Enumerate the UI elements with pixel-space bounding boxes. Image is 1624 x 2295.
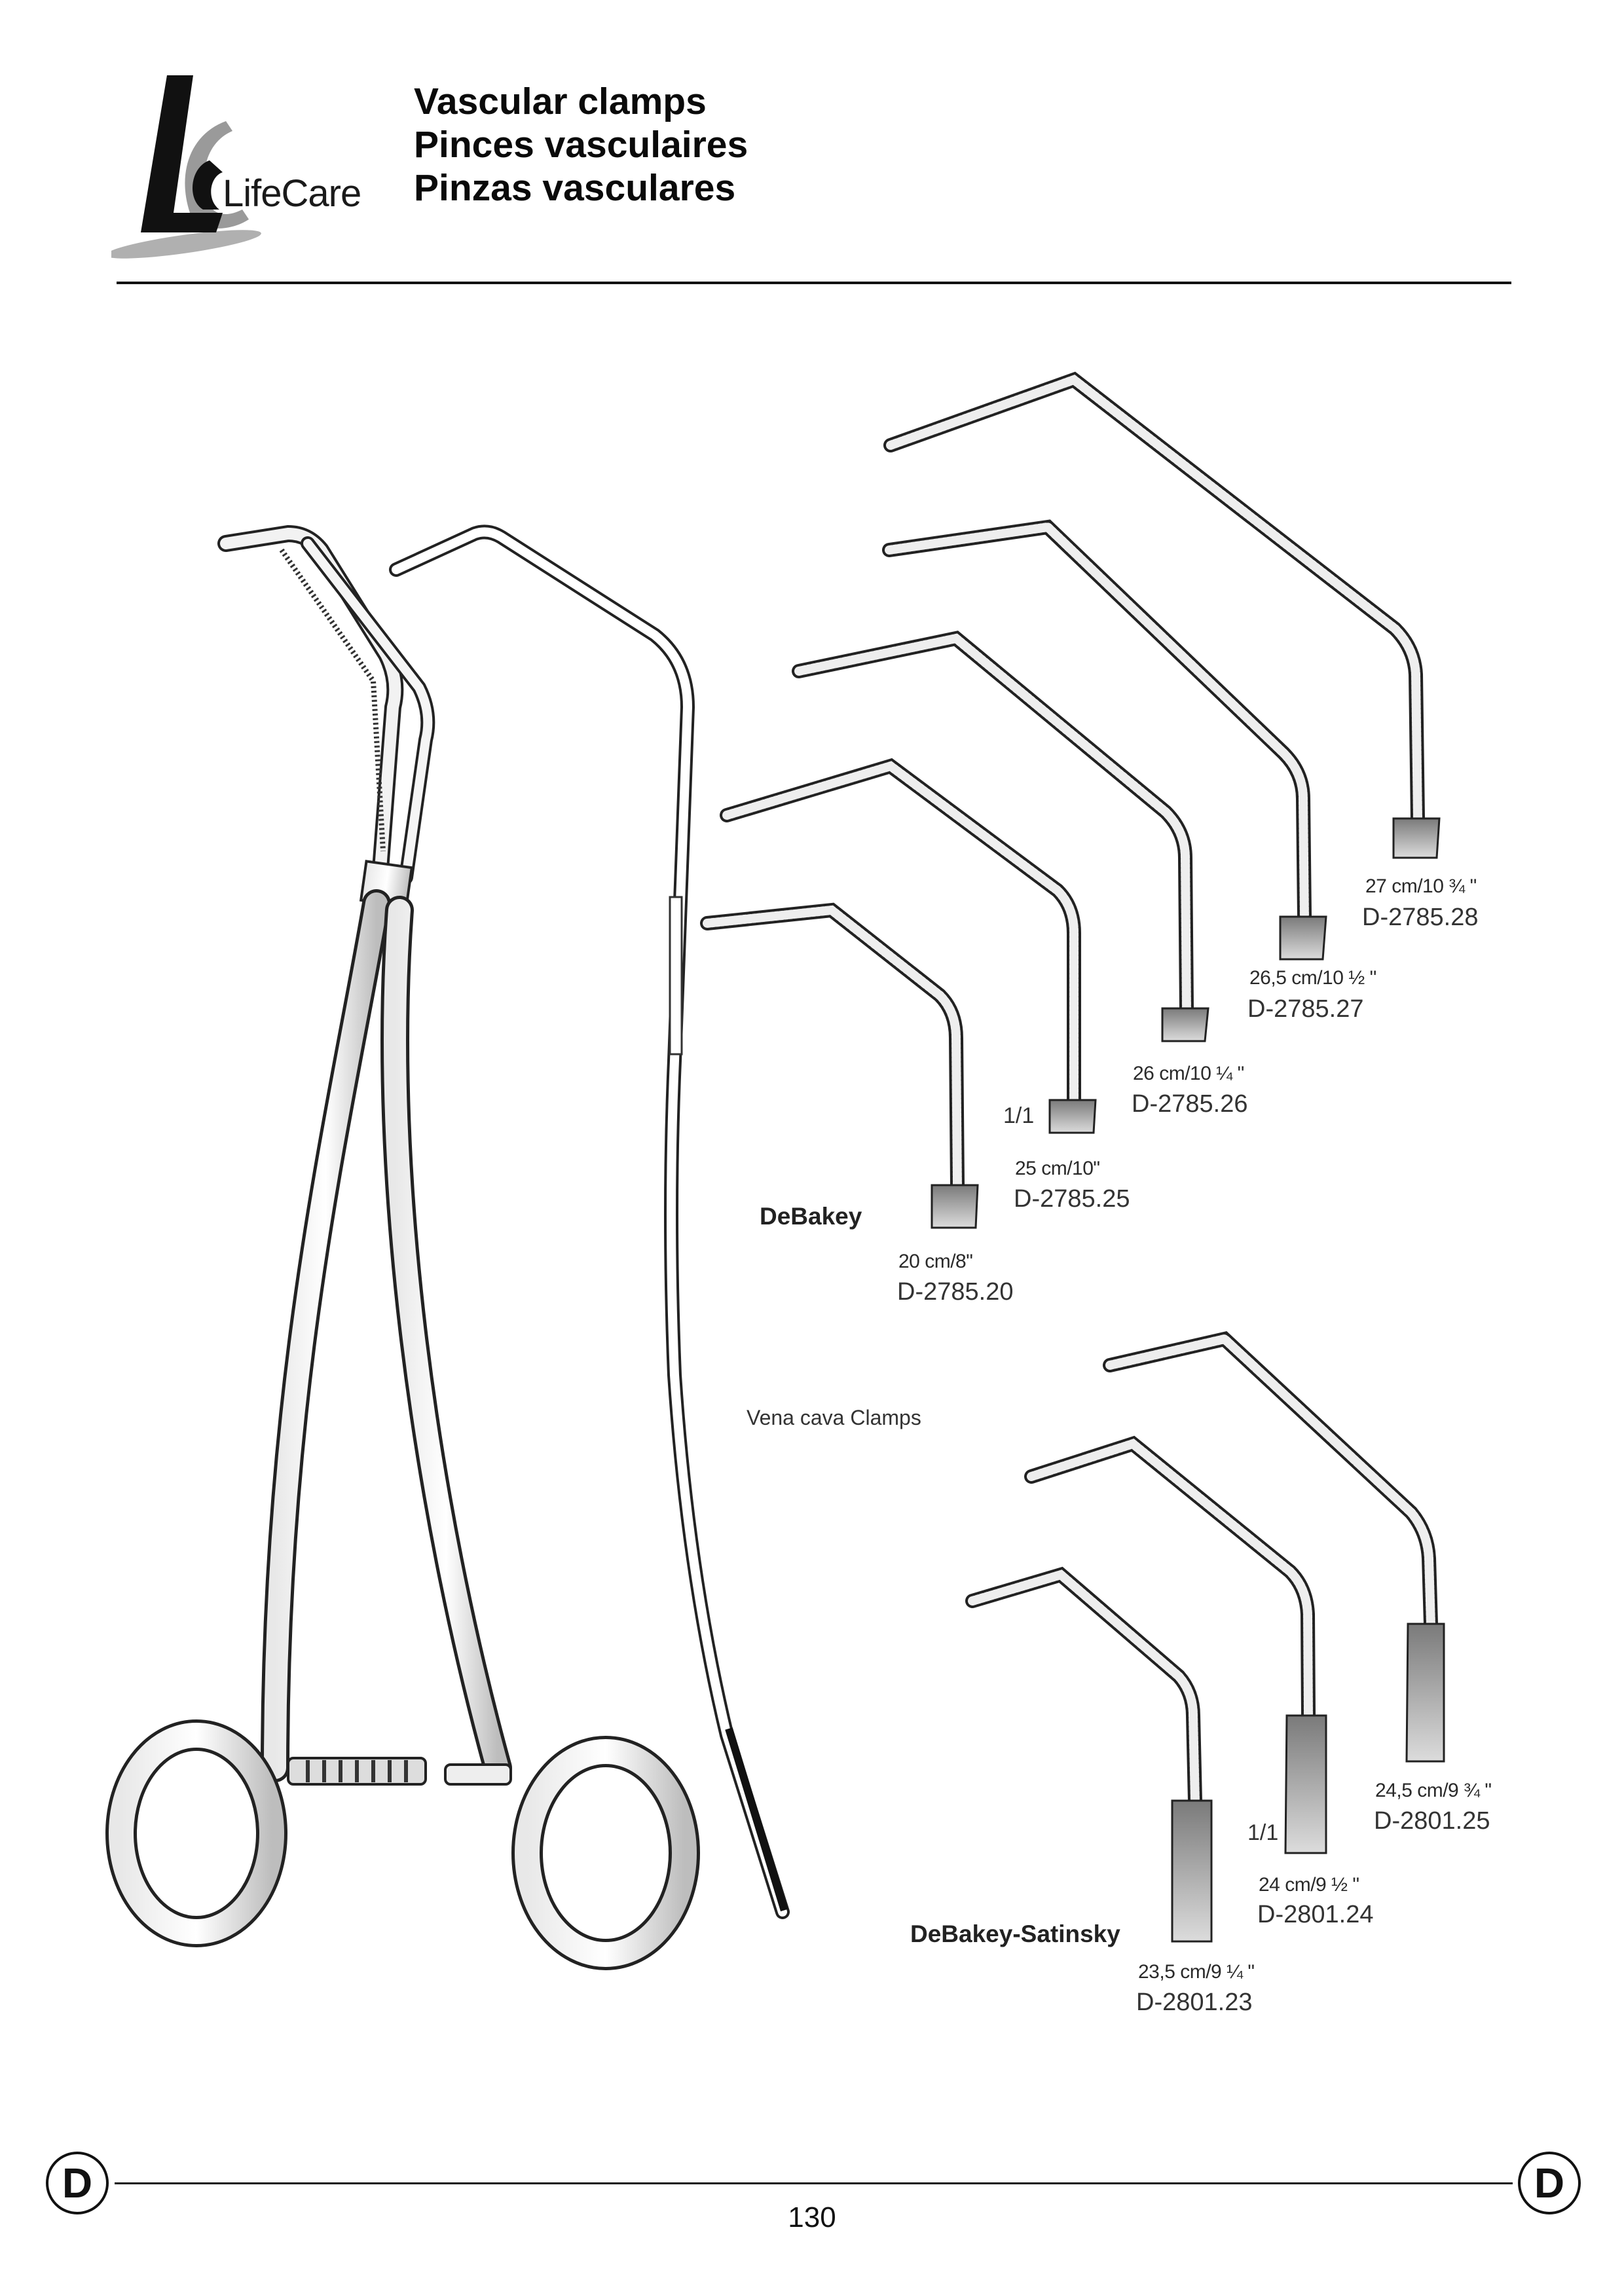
size-2801-24: 24 cm/9 ½ " bbox=[1259, 1874, 1359, 1896]
code-2785-27: D-2785.27 bbox=[1247, 995, 1364, 1023]
code-2785-28: D-2785.28 bbox=[1362, 904, 1479, 931]
size-2785-28: 27 cm/10 ¾ " bbox=[1365, 875, 1477, 897]
code-2801-25: D-2801.25 bbox=[1374, 1807, 1490, 1835]
footer-divider bbox=[115, 2182, 1513, 2184]
page-number: 130 bbox=[788, 2201, 836, 2233]
size-2785-26: 26 cm/10 ¼ " bbox=[1133, 1063, 1244, 1084]
scale-debakey: 1/1 bbox=[1003, 1103, 1035, 1128]
section-badge-left: D bbox=[46, 2152, 109, 2214]
logo-wordmark: LifeCare bbox=[223, 172, 361, 215]
debakey-jaws bbox=[700, 371, 1441, 1229]
code-2801-23: D-2801.23 bbox=[1136, 1989, 1253, 2016]
jaw-2801-24 bbox=[1024, 1435, 1327, 1854]
jaw-2801-23 bbox=[965, 1566, 1213, 1943]
page-title-fr: Pinces vasculaires bbox=[414, 124, 748, 166]
jaw-2785-28 bbox=[883, 371, 1441, 859]
satinsky-jaws bbox=[965, 1331, 1445, 1943]
page-title-en: Vascular clamps bbox=[414, 81, 707, 122]
lifecare-logo bbox=[111, 75, 261, 259]
size-2785-27: 26,5 cm/10 ½ " bbox=[1249, 967, 1376, 989]
header-divider bbox=[117, 282, 1511, 284]
scale-satinsky: 1/1 bbox=[1247, 1820, 1279, 1845]
jaw-2785-26 bbox=[792, 631, 1209, 1042]
page-title-es: Pinzas vasculares bbox=[414, 167, 736, 209]
size-2785-25: 25 cm/10" bbox=[1015, 1158, 1100, 1179]
vena-cava-caption: Vena cava Clamps bbox=[747, 1406, 921, 1429]
code-2785-25: D-2785.25 bbox=[1014, 1185, 1130, 1213]
jaw-2801-25 bbox=[1103, 1331, 1445, 1763]
jaw-2785-25 bbox=[720, 758, 1097, 1134]
size-2801-23: 23,5 cm/9 ¼ " bbox=[1138, 1961, 1255, 1983]
section-badge-right: D bbox=[1518, 2152, 1581, 2214]
clamp-illustration bbox=[105, 524, 700, 1970]
jaw-2785-20 bbox=[700, 902, 979, 1229]
code-2801-24: D-2801.24 bbox=[1257, 1901, 1374, 1928]
group-name-debakey: DeBakey bbox=[760, 1203, 862, 1230]
code-2785-20: D-2785.20 bbox=[897, 1278, 1014, 1306]
code-2785-26: D-2785.26 bbox=[1132, 1090, 1248, 1118]
vena-cava-blade bbox=[389, 524, 790, 1919]
size-2785-20: 20 cm/8" bbox=[898, 1251, 973, 1272]
size-2801-25: 24,5 cm/9 ¾ " bbox=[1375, 1780, 1492, 1801]
jaw-2785-27 bbox=[882, 519, 1327, 961]
group-name-satinsky: DeBakey-Satinsky bbox=[910, 1920, 1120, 1947]
